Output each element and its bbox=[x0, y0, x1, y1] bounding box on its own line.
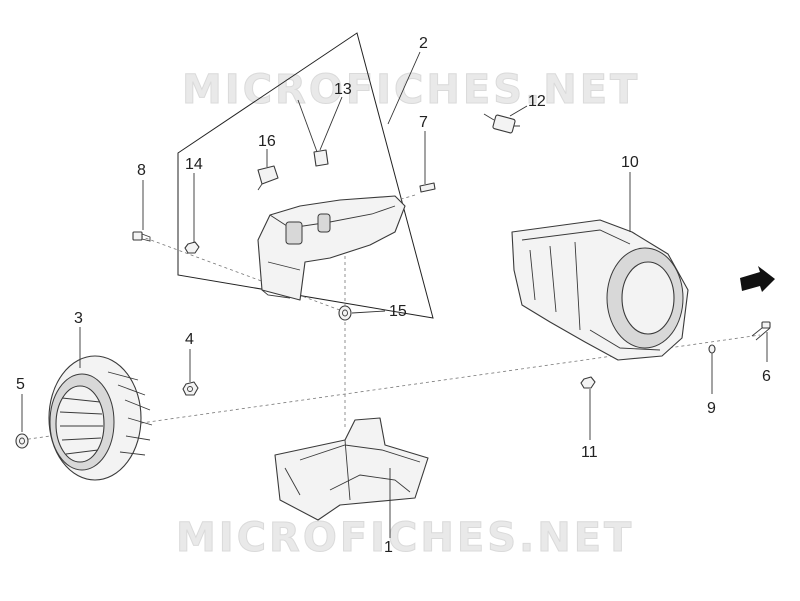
part-6-screw[interactable] bbox=[751, 321, 771, 341]
part-4-nut[interactable] bbox=[182, 381, 199, 396]
part-7-screw[interactable] bbox=[419, 182, 436, 193]
axis-fan bbox=[21, 334, 761, 441]
label-part-4: 4 bbox=[185, 331, 194, 348]
part-14-nut[interactable] bbox=[184, 241, 200, 254]
part-13-wire-clip[interactable] bbox=[297, 99, 329, 167]
part-11-nut[interactable] bbox=[580, 376, 596, 389]
label-part-12: 12 bbox=[528, 93, 546, 110]
label-part-7: 7 bbox=[419, 114, 428, 131]
axis-bolt-8 bbox=[139, 235, 346, 313]
watermark-top: MICROFICHES.NET bbox=[182, 67, 640, 113]
part-2-housing[interactable] bbox=[257, 195, 406, 301]
subassembly-frame bbox=[177, 32, 434, 319]
leader-15 bbox=[351, 310, 386, 314]
label-part-6: 6 bbox=[762, 368, 771, 385]
part-3-fan[interactable] bbox=[48, 355, 153, 481]
arrow-right-icon bbox=[740, 266, 775, 292]
part-16-clip[interactable] bbox=[257, 165, 279, 191]
part-12-sensor[interactable] bbox=[483, 113, 520, 134]
label-part-2: 2 bbox=[419, 35, 428, 52]
label-part-8: 8 bbox=[137, 162, 146, 179]
label-part-10: 10 bbox=[621, 154, 639, 171]
label-part-14: 14 bbox=[185, 156, 203, 173]
part-10-fan-cover[interactable] bbox=[511, 219, 689, 361]
part-1-lower-cover[interactable] bbox=[274, 417, 429, 521]
part-5-washer[interactable] bbox=[15, 433, 29, 449]
label-part-15: 15 bbox=[389, 303, 407, 320]
label-part-9: 9 bbox=[707, 400, 716, 417]
leader-2 bbox=[387, 51, 421, 125]
label-part-13: 13 bbox=[334, 81, 352, 98]
part-15-grommet[interactable] bbox=[338, 305, 352, 321]
part-8-bolt[interactable] bbox=[132, 231, 151, 242]
leader-13 bbox=[319, 96, 343, 151]
label-part-16: 16 bbox=[258, 133, 276, 150]
part-9-washer[interactable] bbox=[708, 344, 716, 354]
label-part-5: 5 bbox=[16, 376, 25, 393]
label-part-3: 3 bbox=[74, 310, 83, 327]
label-part-1: 1 bbox=[384, 539, 393, 556]
leader-12 bbox=[509, 105, 528, 117]
label-part-11: 11 bbox=[581, 444, 598, 461]
watermark-bottom: MICROFICHES.NET bbox=[176, 515, 634, 561]
